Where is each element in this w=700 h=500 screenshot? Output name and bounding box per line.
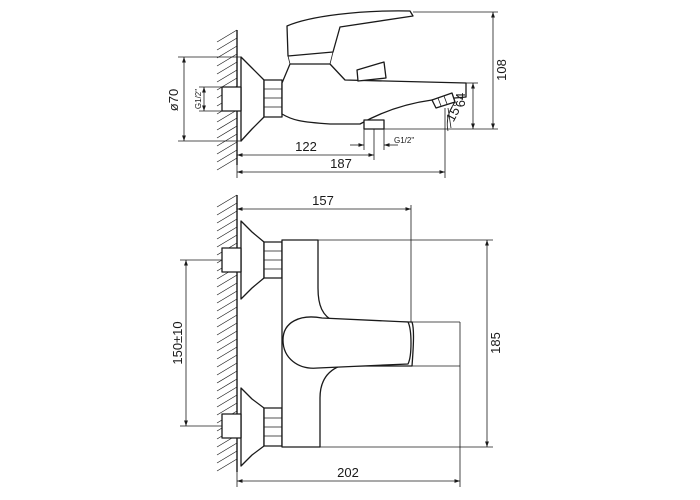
dimension-body-depth: 185 <box>318 239 503 448</box>
connector-upper <box>221 220 283 300</box>
wall-hatch-line <box>216 458 238 472</box>
wall-hatch-line <box>216 234 238 248</box>
dimension-height: 108 <box>384 11 509 130</box>
wall-hatch-line <box>216 194 238 208</box>
wall-hatch-line <box>216 322 238 336</box>
wall-hatch-line <box>216 29 238 43</box>
wall-hatch-line <box>216 117 238 131</box>
wall-hatch-line <box>216 210 238 224</box>
wall-hatch-line <box>216 378 238 392</box>
lever-handle-side <box>286 10 414 57</box>
label-total-length: 187 <box>330 156 352 171</box>
label-spout-height: 64 <box>453 93 468 107</box>
wall-hatch-line <box>216 77 238 91</box>
side-view: ø70 G1/2" 108 64 15° <box>166 10 509 178</box>
wall-hatch-line <box>216 402 238 416</box>
dimension-thread-left: G1/2" <box>194 86 222 112</box>
label-diameter: ø70 <box>166 89 181 111</box>
wall-hatch-line <box>216 149 238 163</box>
wall-hatch-line <box>216 394 238 408</box>
wall-hatch-line <box>216 157 238 171</box>
wall-hatch-line <box>216 370 238 384</box>
label-height: 108 <box>494 59 509 81</box>
wall-hatch-line <box>216 450 238 464</box>
dimension-lever-reach: 157 <box>236 193 412 322</box>
wall-hatch-line <box>216 314 238 328</box>
wall-hatch-line <box>216 53 238 67</box>
inlet-pipe-side <box>221 86 242 112</box>
escutcheon-side <box>240 56 265 142</box>
dimension-centre-to-outlet: 122 <box>237 129 375 160</box>
wall-hatch-line <box>216 306 238 320</box>
top-view: 157 150±10 185 202 <box>170 193 503 487</box>
wall-hatch-line <box>216 202 238 216</box>
diverter-knob <box>356 61 387 82</box>
label-body-depth: 185 <box>488 332 503 354</box>
wall-hatch-line <box>216 218 238 232</box>
wall-hatch-line <box>216 338 238 352</box>
wall-hatch-line <box>216 61 238 75</box>
wall-hatch-line <box>216 69 238 83</box>
connector-lower <box>221 387 283 467</box>
wall-hatch-line <box>216 125 238 139</box>
wall-hatch-line <box>216 346 238 360</box>
wall-hatch-line <box>216 274 238 288</box>
hex-nut-side <box>263 79 283 118</box>
wall-hatch-line <box>216 109 238 123</box>
dimension-spout-height: 64 <box>453 82 478 129</box>
label-thread-left: G1/2" <box>194 89 203 109</box>
wall-hatch-line <box>216 226 238 240</box>
dimension-total-length: 187 <box>236 108 446 178</box>
label-centre-distance: 150±10 <box>170 321 185 364</box>
dimension-total-width: 202 <box>236 366 461 487</box>
wall-hatch-line <box>216 362 238 376</box>
lever-handle-top <box>282 316 412 369</box>
wall-hatch-line <box>216 386 238 400</box>
shower-outlet <box>363 119 385 130</box>
wall-hatch-line <box>216 37 238 51</box>
label-thread-bottom: G1/2" <box>394 136 414 145</box>
label-lever-reach: 157 <box>312 193 334 208</box>
wall-hatch-line <box>216 141 238 155</box>
wall-hatch-line <box>216 45 238 59</box>
dimension-diameter: ø70 <box>166 56 241 142</box>
dimension-centre-distance: 150±10 <box>170 259 222 427</box>
wall-hatch-line <box>216 354 238 368</box>
wall-hatch-line <box>216 133 238 147</box>
label-centre-to-outlet: 122 <box>295 139 317 154</box>
wall-hatch-line <box>216 298 238 312</box>
label-total-width: 202 <box>337 465 359 480</box>
faucet-body-side <box>281 63 467 125</box>
wall-hatch-line <box>216 442 238 456</box>
dimension-thread-bottom: G1/2" <box>350 129 414 150</box>
wall-hatch-line <box>216 282 238 296</box>
wall-hatch-line <box>216 330 238 344</box>
wall-hatch-line <box>216 290 238 304</box>
